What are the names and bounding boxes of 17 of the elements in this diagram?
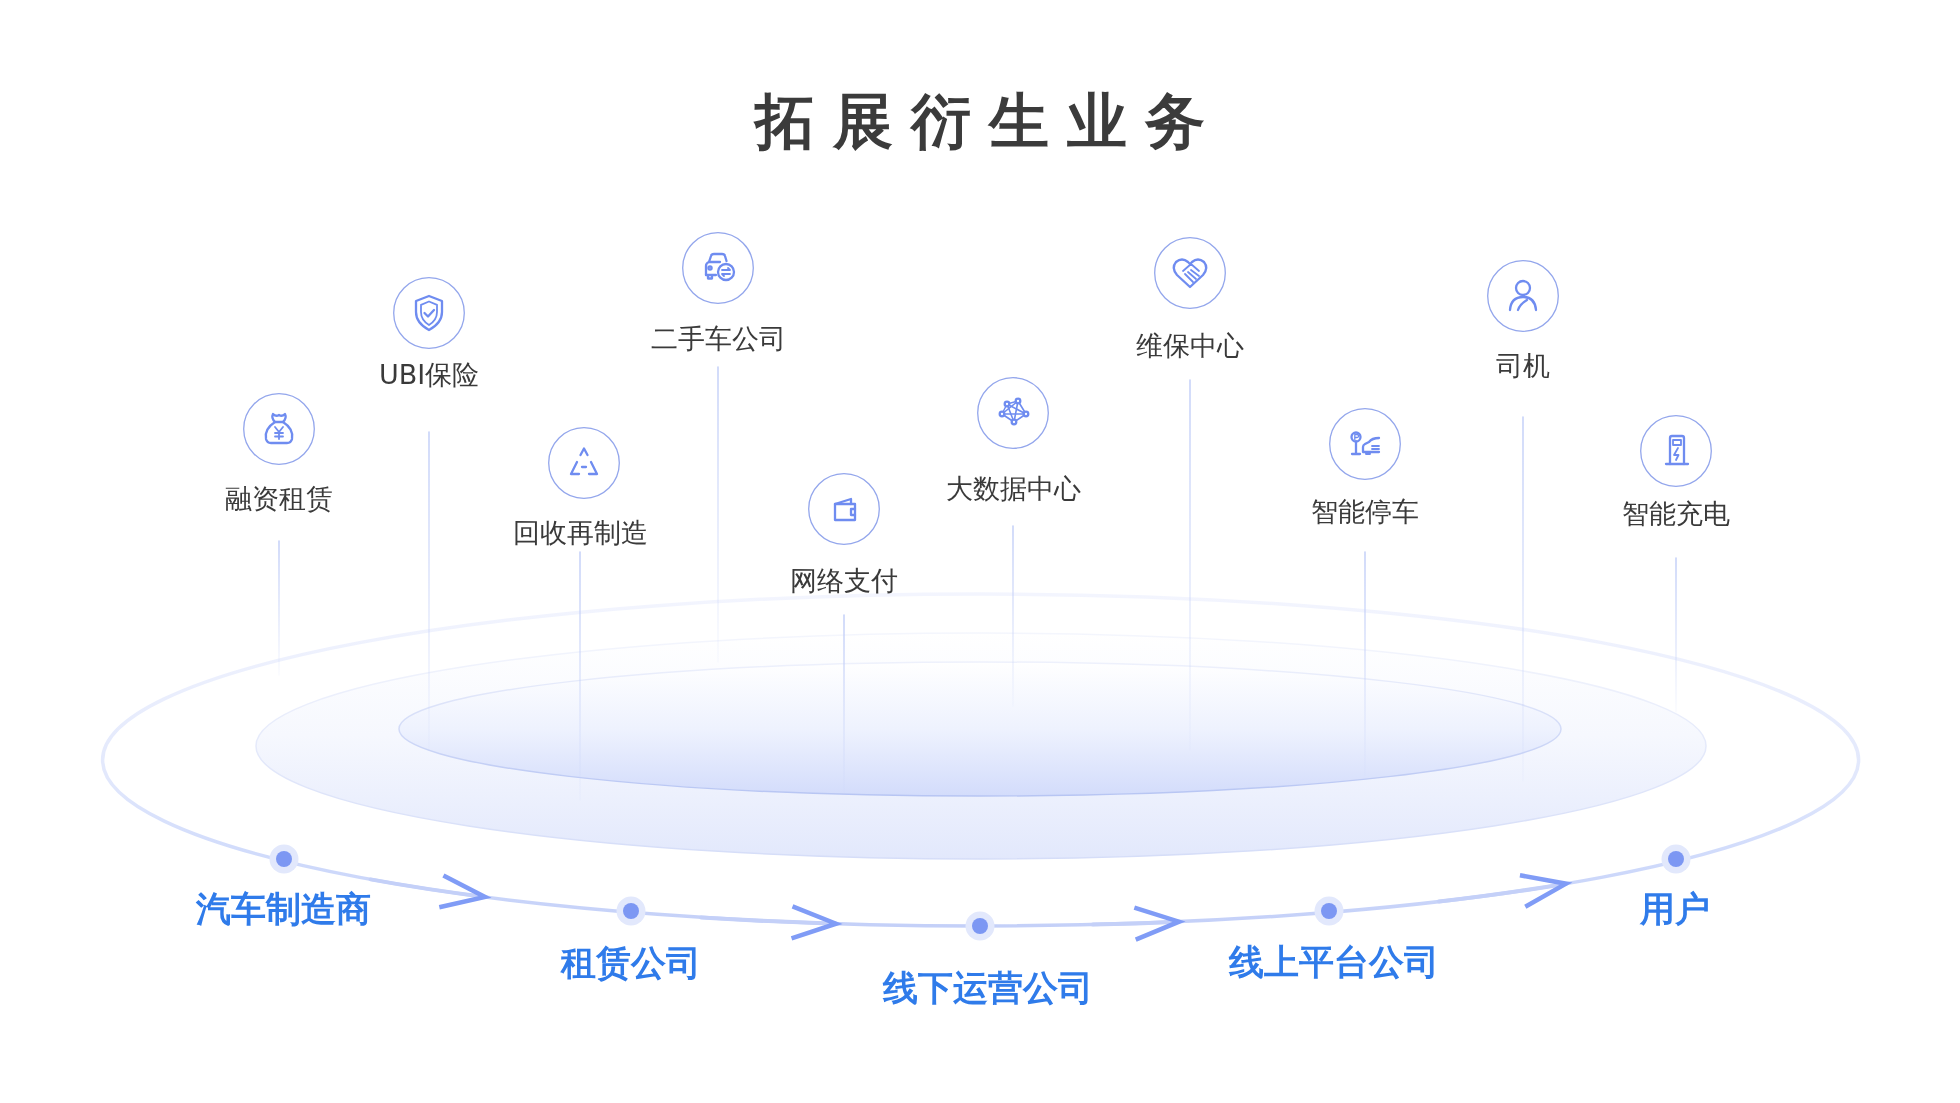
stage-label: 汽车制造商: [195, 888, 371, 931]
service-label: 智能充电: [1622, 497, 1730, 531]
service-label: 融资租赁: [225, 482, 333, 516]
arrow: [699, 903, 839, 941]
service-label: 智能停车: [1311, 495, 1419, 529]
service-label: 网络支付: [790, 564, 898, 598]
stage-label: 租赁公司: [561, 942, 701, 985]
service-label: 大数据中心: [945, 472, 1081, 506]
stage-label: 线上平台公司: [1229, 941, 1439, 984]
service-label: 维保中心: [1136, 329, 1244, 363]
title: 拓展衍生业务: [755, 85, 1223, 158]
service-label: 司机: [1496, 349, 1550, 383]
service-label: 二手车公司: [650, 322, 786, 356]
service-label: 回收再制造: [512, 516, 648, 550]
service-label: UBI保险: [378, 358, 480, 392]
stage-label: 用户: [1640, 888, 1710, 931]
stage-label: 线下运营公司: [883, 967, 1093, 1010]
